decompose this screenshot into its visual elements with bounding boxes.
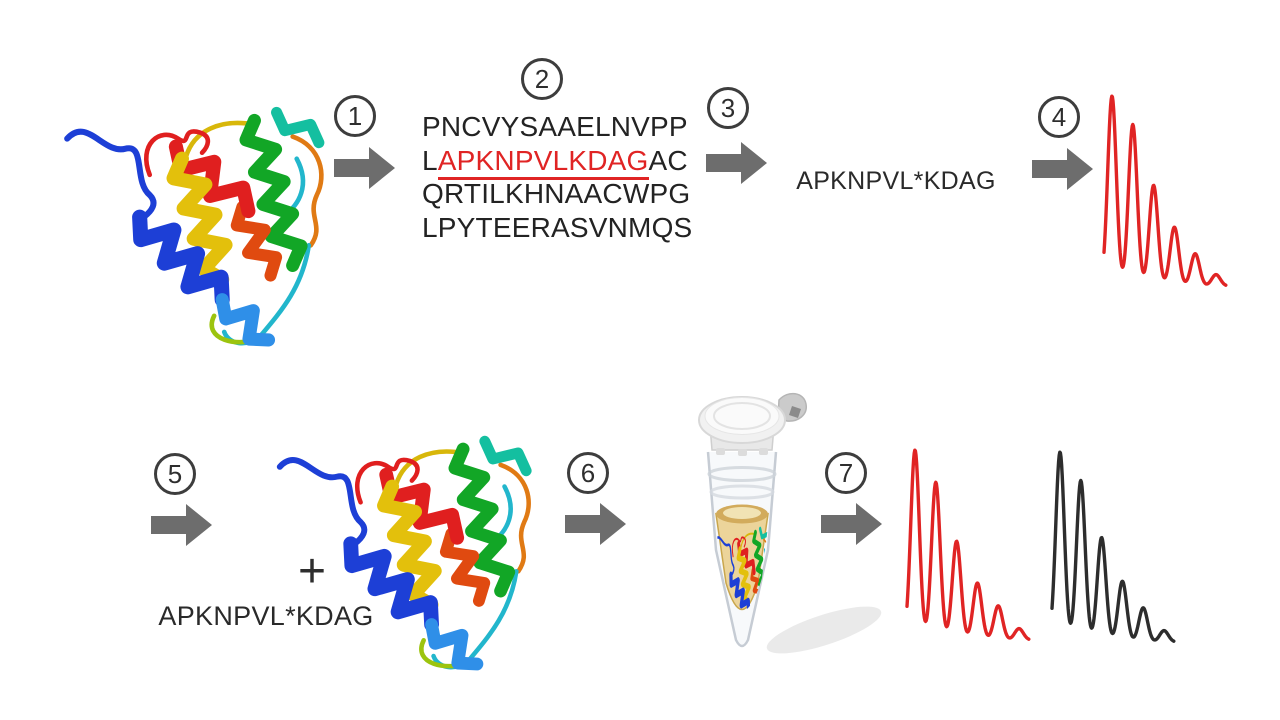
- sequence-line-4: LPYTEERASVNMQS: [422, 211, 702, 245]
- step-3-number: 3: [720, 93, 736, 123]
- cap-notch: [716, 448, 725, 455]
- protein-sequence: PNCVYSAAELNVPP LAPKNPVLKDAGAC QRTILKHNAA…: [422, 110, 702, 244]
- step-3-badge: 3: [707, 87, 749, 129]
- cap-hinge-notch: [789, 406, 801, 418]
- step-2-badge: 2: [521, 58, 563, 100]
- arrow-right-icon-step1: [334, 147, 395, 189]
- step-6-badge: 6: [567, 452, 609, 494]
- sequence-line-1: PNCVYSAAELNVPP: [422, 110, 702, 144]
- sequence-text: LPYTEERASVNMQS: [422, 211, 693, 243]
- tube-shadow: [766, 606, 882, 654]
- step-7-number: 7: [838, 458, 854, 488]
- sequence-line-2: LAPKNPVLKDAGAC: [422, 144, 702, 180]
- step-2-number: 2: [534, 64, 550, 94]
- cap-inner-ring: [713, 402, 771, 430]
- arrow-right-icon-step3: [706, 142, 767, 184]
- step-1-number: 1: [347, 101, 363, 131]
- arrow-right-icon-step7: [821, 503, 882, 545]
- protein-structure-illustration-top: [48, 46, 336, 348]
- step-4-number: 4: [1051, 102, 1067, 132]
- sequence-text: AC: [648, 144, 688, 176]
- protein-structure-illustration-bottom: [264, 376, 540, 672]
- step-6-number: 6: [580, 458, 596, 488]
- plus-sign: +: [298, 545, 327, 598]
- sequence-line-3: QRTILKHNAACWPG: [422, 177, 702, 211]
- result-spectrum-black: [1050, 450, 1176, 643]
- step-1-badge: 1: [334, 95, 376, 137]
- arrow-right-icon-step4: [1032, 148, 1093, 190]
- tube-ring: [707, 466, 777, 482]
- step-5-badge: 5: [154, 453, 196, 495]
- cap-notch: [759, 448, 768, 455]
- arrow-right-icon-step6: [565, 503, 626, 545]
- labeled-peptide-text: APKNPVL*KDAG: [796, 167, 996, 195]
- cap-notch: [738, 449, 747, 456]
- step-7-badge: 7: [825, 452, 867, 494]
- sequence-text: L: [422, 144, 438, 176]
- sequence-text: PNCVYSAAELNVPP: [422, 111, 688, 142]
- liquid-surface-highlight: [723, 507, 761, 519]
- step-5-number: 5: [167, 459, 183, 489]
- arrow-right-icon-step5: [151, 504, 212, 546]
- sequence-text: QRTILKHNAACWPG: [422, 178, 691, 209]
- microcentrifuge-tube-illustration: [698, 392, 882, 654]
- peptide-spectrum-red: [1102, 94, 1228, 287]
- step-4-badge: 4: [1038, 96, 1080, 138]
- result-spectrum-red: [905, 448, 1031, 641]
- highlighted-peptide-sequence: APKNPVLKDAG: [437, 144, 649, 180]
- labeled-peptide-text-bottom: APKNPVL*KDAG: [158, 601, 374, 631]
- tube-ring: [709, 484, 775, 500]
